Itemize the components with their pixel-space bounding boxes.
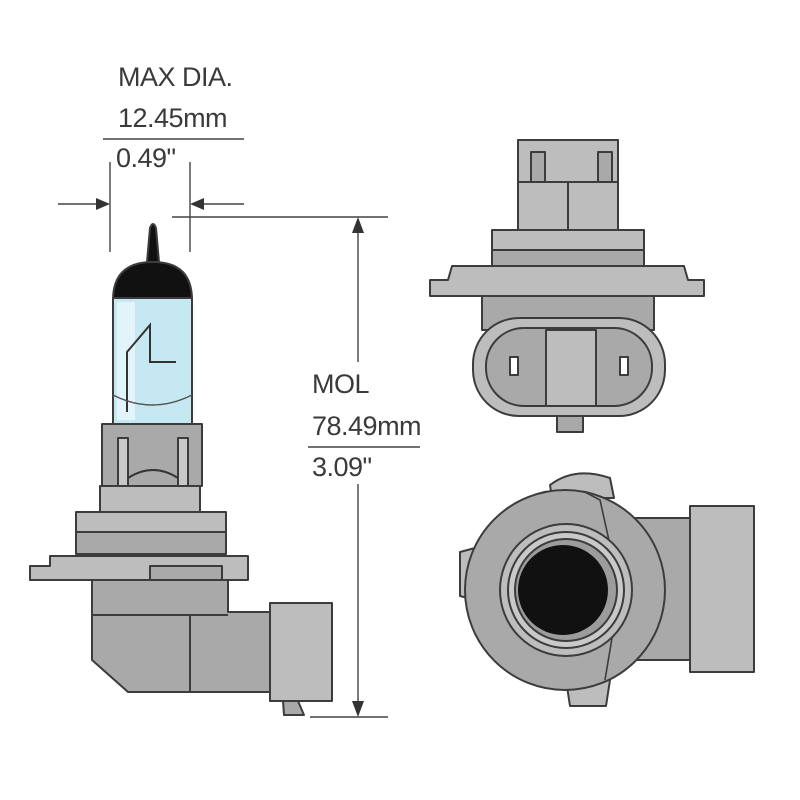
- diameter-heading: MAX DIA.: [118, 62, 233, 92]
- glass-inner-line: [112, 394, 193, 406]
- connector-latch: [282, 700, 305, 716]
- bulb-front-view: [429, 139, 705, 433]
- filament: [126, 322, 176, 412]
- front-connector-latch: [556, 415, 584, 433]
- bulb-bottom-view: [459, 472, 755, 707]
- base-housing: [91, 579, 271, 693]
- bulb-neck: [99, 485, 201, 513]
- bulb-cap: [112, 261, 193, 301]
- length-metric: 78.49mm: [312, 411, 421, 441]
- length-label-backdrop: [305, 362, 430, 484]
- front-flange-top: [491, 229, 645, 251]
- length-heading: MOL: [312, 369, 369, 399]
- arrowhead-right-icon: [190, 198, 204, 210]
- flange-ring-top: [75, 511, 227, 533]
- mounting-tab: [149, 565, 223, 581]
- pin-slot-right: [619, 356, 629, 376]
- length-annotation: MOL 78.49mm 3.09": [172, 216, 430, 718]
- bottom-glass-cap: [518, 545, 608, 635]
- bulb-tip: [146, 223, 160, 263]
- diameter-annotation: MAX DIA. 12.45mm 0.49": [58, 62, 244, 252]
- pin-slot-left: [509, 356, 519, 376]
- arrowhead-up-icon: [352, 217, 364, 233]
- arrowhead-down-icon: [352, 701, 364, 717]
- side-connector: [269, 602, 333, 702]
- holder-clip-right: [177, 437, 189, 486]
- front-plate: [429, 265, 705, 297]
- length-imperial: 3.09": [312, 452, 372, 482]
- diameter-metric: 12.45mm: [118, 103, 227, 133]
- flange-ring-bottom: [75, 531, 227, 555]
- holder-arc: [127, 469, 179, 479]
- front-connector-key: [545, 329, 597, 407]
- diameter-imperial: 0.49": [116, 143, 176, 173]
- bulb-side-view: [29, 223, 333, 716]
- bottom-connector: [689, 505, 755, 673]
- arrowhead-left-icon: [96, 198, 110, 210]
- holder-clip-left: [117, 437, 129, 486]
